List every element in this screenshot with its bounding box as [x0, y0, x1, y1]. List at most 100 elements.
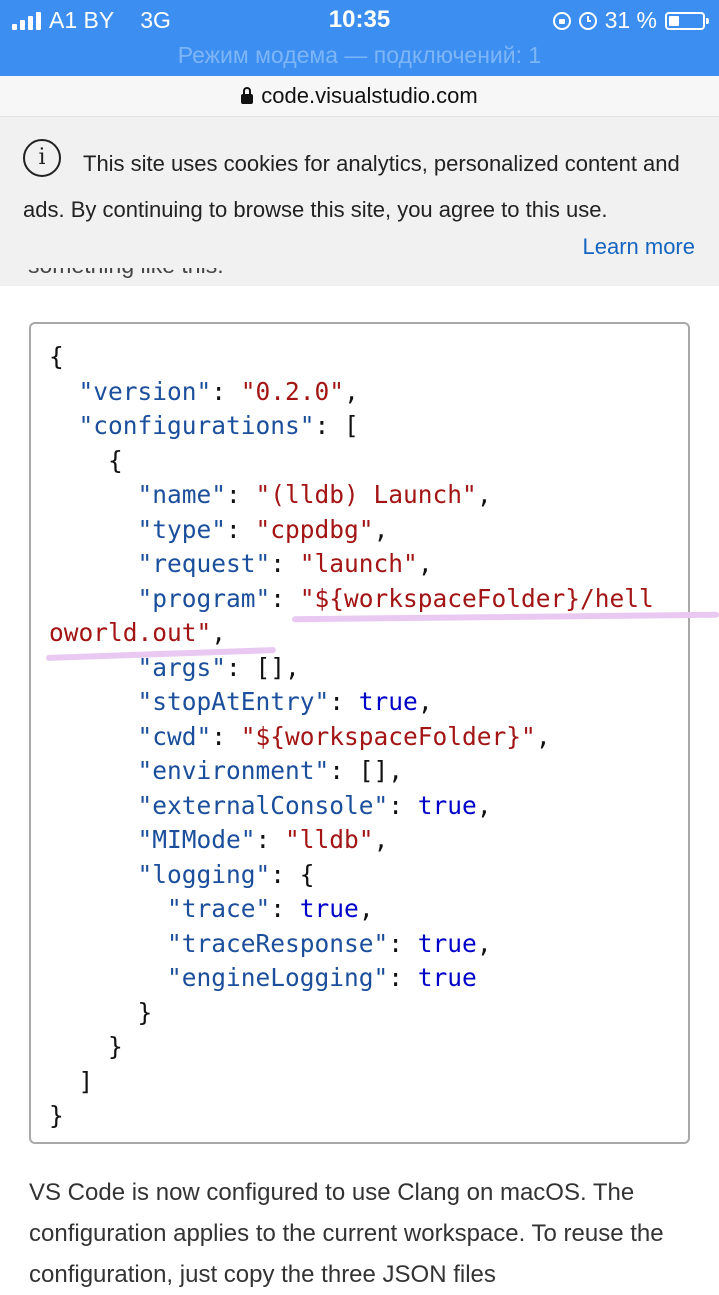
code-line: }: [49, 1030, 654, 1065]
code-token: : {: [270, 859, 315, 889]
intro-text: something like this:: [28, 268, 224, 290]
code-token: "logging": [137, 859, 271, 889]
code-token: [49, 515, 138, 544]
code-token: "stopAtEntry": [137, 687, 330, 716]
code-line: "type": "cppdbg",: [49, 513, 654, 548]
code-token: ,: [417, 687, 433, 716]
code-token: ,: [211, 618, 227, 647]
code-token: [49, 549, 138, 578]
code-token: :: [270, 583, 300, 613]
code-token: "request": [137, 549, 271, 578]
code-token: true: [417, 790, 477, 820]
code-line: "name": "(lldb) Launch",: [49, 478, 654, 513]
cookie-banner: i This site uses cookies for analytics, …: [0, 116, 719, 286]
signal-icon: [12, 11, 41, 30]
code-token: "cppdbg": [255, 514, 374, 544]
code-token: [49, 377, 79, 406]
code-token: "(lldb) Launch": [255, 480, 477, 509]
code-token: {: [49, 342, 64, 371]
code-token: :: [255, 825, 286, 854]
code-token: : [: [314, 411, 359, 440]
code-token: ,: [373, 825, 389, 854]
url-domain[interactable]: code.visualstudio.com: [261, 83, 478, 108]
code-line: "engineLogging": true: [49, 961, 654, 996]
code-token: ,: [476, 480, 492, 509]
code-token: [49, 791, 138, 820]
code-line: {: [49, 444, 654, 479]
info-icon: i: [23, 139, 61, 177]
code-block: { "version": "0.2.0", "configurations": …: [29, 322, 690, 1144]
status-bar: A1 BY 3G 10:35 31 % Режим модема — подкл…: [0, 0, 719, 76]
code-token: "launch": [299, 549, 418, 578]
code-token: "0.2.0": [240, 376, 345, 406]
code-line: "request": "launch",: [49, 547, 654, 582]
address-bar[interactable]: code.visualstudio.com: [0, 76, 719, 116]
code-line: "cwd": "${workspaceFolder}",: [49, 720, 654, 755]
code-line: ]: [49, 1065, 654, 1100]
code-token: "program": [137, 583, 271, 613]
code-token: [49, 929, 167, 958]
code-token: "MIMode": [137, 825, 256, 854]
code-content: { "version": "0.2.0", "configurations": …: [49, 340, 654, 1134]
clock: 10:35: [328, 6, 391, 33]
code-token: : [],: [226, 652, 300, 682]
code-token: [49, 963, 167, 992]
rotation-lock-icon: [552, 11, 571, 30]
code-token: [49, 411, 79, 440]
code-line: "traceResponse": true,: [49, 927, 654, 962]
code-token: "configurations": [78, 411, 315, 440]
code-token: ,: [358, 894, 374, 923]
code-line: "version": "0.2.0",: [49, 375, 654, 410]
code-token: [49, 860, 138, 889]
code-token: [49, 756, 138, 785]
code-token: true: [417, 928, 477, 958]
code-line: {: [49, 340, 654, 375]
code-token: :: [226, 514, 256, 544]
code-token: "environment": [137, 756, 330, 785]
code-line: oworld.out",: [49, 616, 654, 651]
code-token: :: [211, 376, 241, 406]
code-token: ,: [373, 514, 389, 544]
code-token: ,: [476, 790, 492, 820]
code-token: "version": [78, 376, 212, 406]
code-token: :: [270, 549, 300, 578]
code-token: }: [49, 997, 153, 1027]
code-token: "engineLogging": [167, 963, 389, 992]
code-token: ,: [417, 549, 433, 578]
code-line: "stopAtEntry": true,: [49, 685, 654, 720]
cookie-message: This site uses cookies for analytics, pe…: [23, 151, 680, 222]
code-token: true: [299, 894, 359, 923]
code-token: :: [329, 687, 359, 716]
status-right: 31 %: [552, 7, 709, 34]
code-token: [49, 722, 138, 751]
code-token: :: [388, 928, 418, 958]
code-token: ,: [535, 721, 551, 751]
code-line: "configurations": [: [49, 409, 654, 444]
code-token: "cwd": [137, 721, 212, 751]
code-token: }: [49, 1101, 64, 1130]
battery-level: [669, 15, 679, 26]
code-token: : [],: [329, 756, 404, 785]
code-token: "externalConsole": [137, 790, 389, 820]
battery-icon: [665, 11, 709, 30]
code-token: :: [388, 963, 418, 992]
carrier-name: A1 BY: [49, 7, 115, 33]
code-line: }: [49, 996, 654, 1031]
code-token: [49, 894, 167, 923]
code-token: {: [49, 445, 123, 475]
battery-percent: 31 %: [604, 7, 657, 33]
hotspot-banner[interactable]: Режим модема — подключений: 1: [177, 42, 542, 68]
alarm-icon: [578, 11, 597, 30]
code-token: ,: [476, 928, 492, 958]
body-paragraph: VS Code is now configured to use Clang o…: [29, 1179, 664, 1288]
code-token: :: [388, 790, 418, 820]
code-token: [49, 480, 138, 509]
code-token: :: [211, 721, 241, 751]
code-token: :: [226, 480, 256, 509]
learn-more-link[interactable]: Learn more: [582, 234, 695, 259]
code-line: "program": "${workspaceFolder}/hell: [49, 582, 654, 617]
code-token: }: [49, 1032, 123, 1061]
code-token: oworld.out": [49, 618, 212, 647]
code-token: "type": [137, 514, 227, 544]
status-left: A1 BY 3G: [12, 7, 171, 34]
